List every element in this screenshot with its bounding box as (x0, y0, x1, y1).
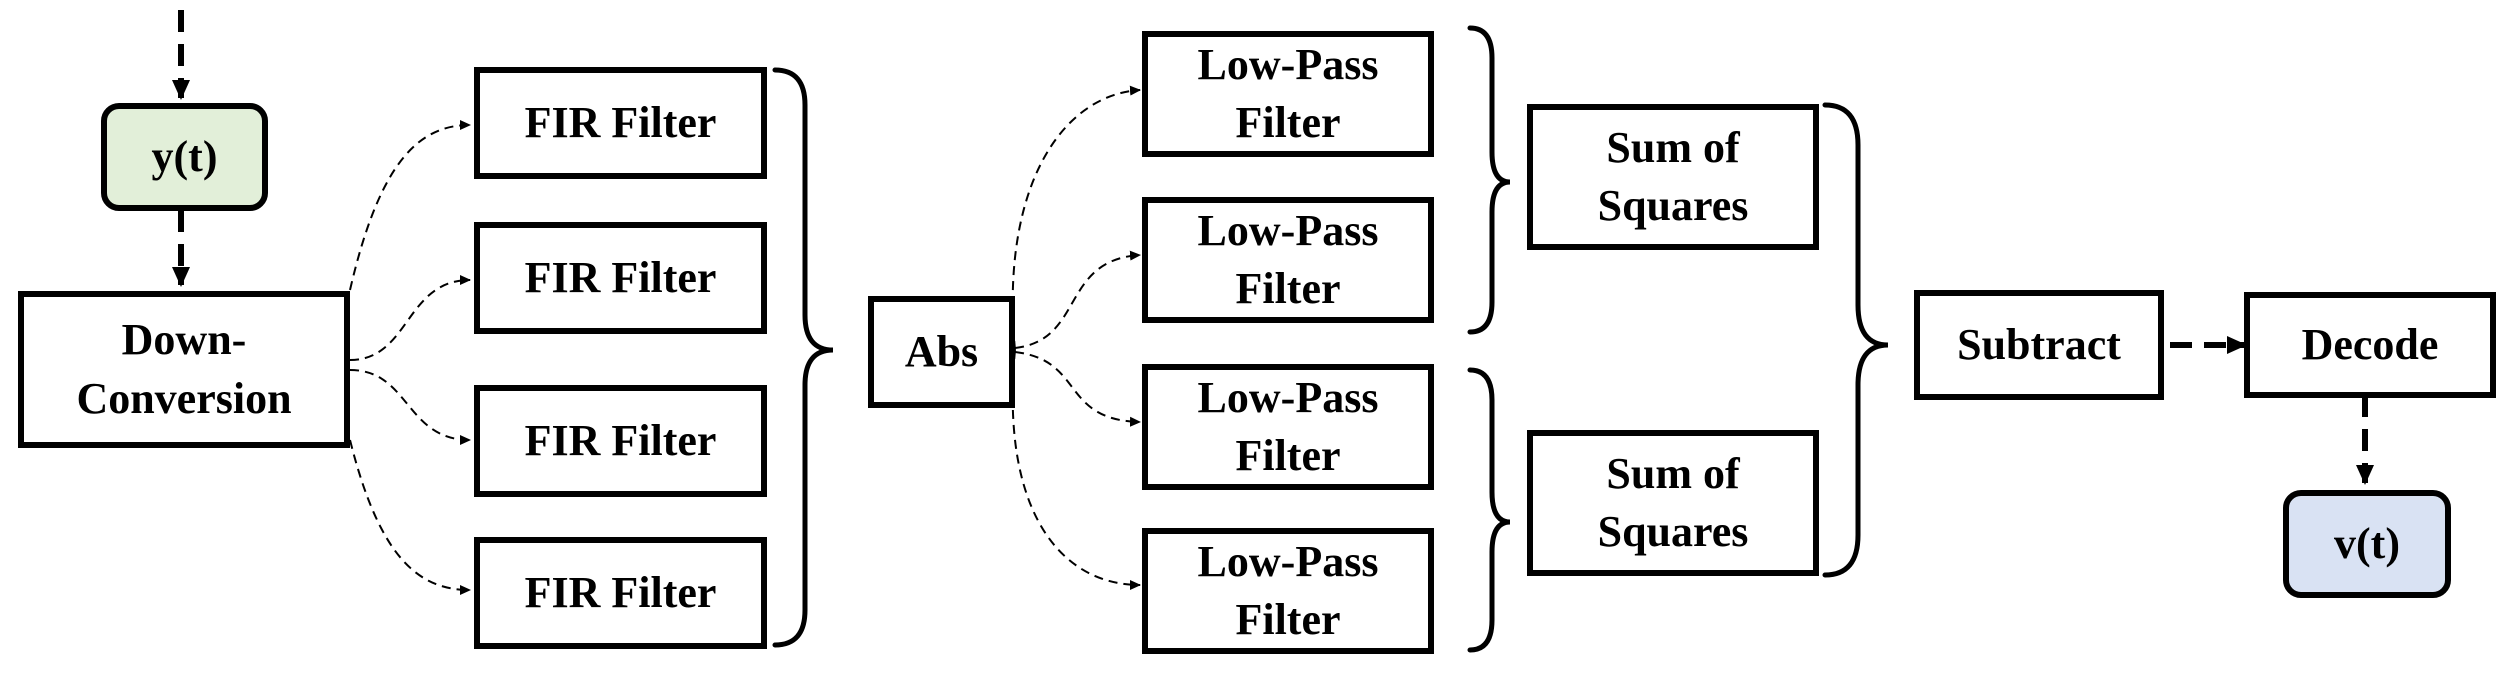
arrow-abs-to-lpf-3 (1014, 351, 1141, 427)
brace-lpf-upper (1467, 25, 1511, 335)
abs-node: Abs (868, 296, 1015, 408)
decode-node: Decode (2244, 292, 2496, 398)
fir-filter-label-1: FIR Filter (524, 97, 717, 147)
low-pass-filter-label-1: Low-Pass Filter (1197, 39, 1379, 147)
arrow-downconversion-to-fir-2 (349, 275, 471, 361)
fir-filter-node-3: FIR Filter (474, 385, 767, 497)
arrow-abs-to-lpf-1 (1011, 85, 1141, 351)
low-pass-filter-node-2: Low-Pass Filter (1142, 197, 1434, 323)
fir-filter-label-4: FIR Filter (524, 567, 717, 617)
input-signal-label: y(t) (151, 131, 218, 181)
fir-filter-node-1: FIR Filter (474, 67, 767, 179)
output-signal-node: v(t) (2283, 490, 2451, 598)
low-pass-filter-label-4: Low-Pass Filter (1197, 536, 1379, 644)
low-pass-filter-node-4: Low-Pass Filter (1142, 528, 1434, 654)
low-pass-filter-label-3: Low-Pass Filter (1197, 372, 1379, 480)
brace-lpf-lower (1467, 367, 1511, 653)
fir-filter-label-3: FIR Filter (524, 415, 717, 465)
low-pass-filter-label-2: Low-Pass Filter (1197, 205, 1379, 313)
arrow-downconversion-to-fir-4 (349, 439, 471, 595)
sum-of-squares-node-2: Sum of Squares (1527, 430, 1819, 576)
subtract-label: Subtract (1957, 319, 2121, 369)
fir-filter-node-4: FIR Filter (474, 537, 767, 649)
input-signal-node: y(t) (101, 103, 268, 211)
fir-filter-node-2: FIR Filter (474, 222, 767, 334)
sum-of-squares-label-2: Sum of Squares (1597, 448, 1749, 556)
decode-label: Decode (2301, 319, 2439, 369)
low-pass-filter-node-1: Low-Pass Filter (1142, 31, 1434, 157)
arrow-downconversion-to-fir-1 (349, 120, 471, 291)
low-pass-filter-node-3: Low-Pass Filter (1142, 364, 1434, 490)
sum-of-squares-label-1: Sum of Squares (1597, 122, 1749, 230)
arrow-abs-to-lpf-4 (1011, 349, 1141, 590)
sum-of-squares-node-1: Sum of Squares (1527, 104, 1819, 250)
down-conversion-node: Down- Conversion (18, 291, 350, 448)
brace-fir-filters (772, 67, 834, 648)
down-conversion-label: Down- Conversion (76, 315, 292, 423)
fir-filter-label-2: FIR Filter (524, 252, 717, 302)
arrow-downconversion-to-fir-3 (349, 369, 471, 445)
arrow-abs-to-lpf-2 (1014, 250, 1141, 349)
brace-sum-of-squares (1822, 102, 1889, 578)
subtract-node: Subtract (1914, 290, 2164, 400)
output-signal-label: v(t) (2334, 518, 2400, 568)
abs-label: Abs (904, 326, 979, 376)
